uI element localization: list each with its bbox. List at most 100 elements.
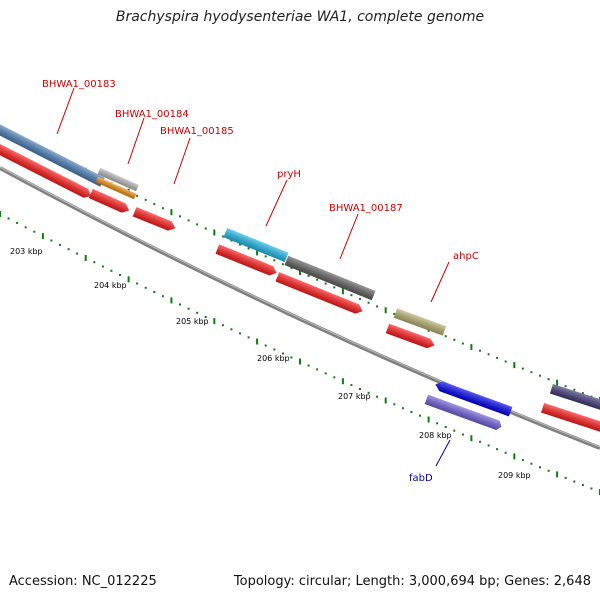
cds-bar-BHWA1_00183[interactable] <box>0 142 93 201</box>
tick-mark <box>84 254 87 261</box>
tick-mark <box>144 198 147 201</box>
tick-label: 205 kbp <box>176 317 209 326</box>
gene-label[interactable]: BHWA1_00183 <box>42 79 116 90</box>
tick-mark <box>359 297 361 300</box>
tick-mark <box>187 219 190 222</box>
cds-bar-pryH[interactable] <box>215 244 278 277</box>
callout-lines <box>56 87 451 467</box>
tick-mark <box>350 384 353 387</box>
tick-mark <box>513 453 516 460</box>
tick-mark <box>324 282 327 285</box>
tick-mark <box>539 374 541 377</box>
tick-mark <box>384 397 387 404</box>
gene-bar-BHWA1_00183[interactable] <box>0 123 105 187</box>
tick-mark <box>179 303 181 306</box>
tick-label: 209 kbp <box>498 471 531 480</box>
tick-mark <box>367 301 370 304</box>
tick-mark <box>419 414 421 417</box>
gene-label[interactable]: fabD <box>409 473 433 484</box>
tick-mark <box>290 356 293 359</box>
feature-track-genes <box>0 123 600 431</box>
tick-mark <box>161 295 164 298</box>
tick-mark <box>521 459 524 462</box>
tick-mark <box>410 411 413 413</box>
tick-mark <box>239 243 241 246</box>
tick-mark <box>264 344 267 347</box>
tick-mark <box>359 388 361 390</box>
tick-mark <box>470 344 473 351</box>
tick-mark <box>470 435 473 442</box>
tick-mark <box>590 487 593 490</box>
tick-mark <box>436 422 439 425</box>
gene-labels: BHWA1_00183 BHWA1_00184 BHWA1_00185 pryH… <box>42 79 479 484</box>
tick-mark <box>341 288 344 295</box>
tick-mark <box>247 247 250 250</box>
gene-bar-BHWA1_00187[interactable] <box>284 255 376 301</box>
tick-mark <box>247 336 250 339</box>
gene-bar-next[interactable] <box>549 383 600 413</box>
gene-bar-BHWA1_00184[interactable] <box>97 167 139 192</box>
genome-backbone <box>0 166 600 450</box>
tick-mark <box>153 291 156 293</box>
gene-label[interactable]: BHWA1_00187 <box>329 203 403 214</box>
tick-mark <box>401 407 404 410</box>
tick-label: 204 kbp <box>94 281 127 290</box>
tick-mark <box>573 480 576 483</box>
cds-bar-ahpC[interactable] <box>385 323 436 350</box>
tick-mark <box>530 371 533 374</box>
tick-mark <box>479 349 481 352</box>
tick-mark <box>444 335 447 338</box>
tick-mark <box>453 429 456 432</box>
tick-mark <box>213 229 216 236</box>
gene-bar-pryH[interactable] <box>223 228 289 262</box>
tick-label: 206 kbp <box>257 354 290 363</box>
tick-mark <box>556 471 559 478</box>
gene-label[interactable]: pryH <box>277 169 301 180</box>
tick-mark <box>170 297 173 304</box>
tick-label: 208 kbp <box>419 431 452 440</box>
tick-mark <box>324 372 327 375</box>
tick-mark <box>307 364 310 367</box>
gene-bar-ahpC[interactable] <box>393 308 447 336</box>
tick-mark <box>376 305 379 308</box>
rna-bar-fabD[interactable] <box>424 394 504 432</box>
tick-mark <box>487 353 490 356</box>
tick-mark <box>547 469 550 472</box>
tick-mark <box>487 444 490 447</box>
tick-mark <box>496 448 499 451</box>
cds-bar-BHWA1_00185[interactable] <box>132 207 178 233</box>
tick-mark <box>316 368 319 371</box>
tick-mark <box>376 395 379 398</box>
tick-mark <box>281 263 284 266</box>
tick-mark <box>170 209 173 216</box>
tick-mark <box>573 388 576 391</box>
tick-mark <box>119 274 121 276</box>
tick-mark <box>333 376 336 379</box>
tick-label: 203 kbp <box>10 247 43 256</box>
gene-label[interactable]: ahpC <box>453 251 479 262</box>
rna-bar-BHWA1_00184[interactable] <box>95 176 137 200</box>
cds-bar-BHWA1_00187[interactable] <box>275 272 364 316</box>
tick-mark <box>230 239 233 242</box>
tick-mark <box>384 307 387 314</box>
tick-mark <box>393 313 396 315</box>
tick-mark <box>264 255 267 258</box>
tick-mark <box>213 318 216 325</box>
tick-mark <box>581 392 584 395</box>
cds-bar-BHWA1_00184[interactable] <box>88 188 131 215</box>
gene-bar-fabD[interactable] <box>434 380 513 417</box>
tick-mark <box>33 230 36 233</box>
tick-mark <box>461 433 464 436</box>
tick-mark <box>427 416 430 423</box>
cds-bar-next[interactable] <box>541 403 600 433</box>
tick-mark <box>504 451 507 454</box>
gene-label[interactable]: BHWA1_00184 <box>115 109 189 120</box>
tick-track-lower <box>0 211 600 495</box>
tick-mark <box>144 286 147 289</box>
genome-title: Brachyspira hyodysenteriae WA1, complete… <box>115 9 485 25</box>
gene-label[interactable]: BHWA1_00185 <box>160 126 234 137</box>
tick-mark <box>101 265 104 268</box>
tick-mark <box>299 269 301 275</box>
tick-mark <box>341 378 344 385</box>
